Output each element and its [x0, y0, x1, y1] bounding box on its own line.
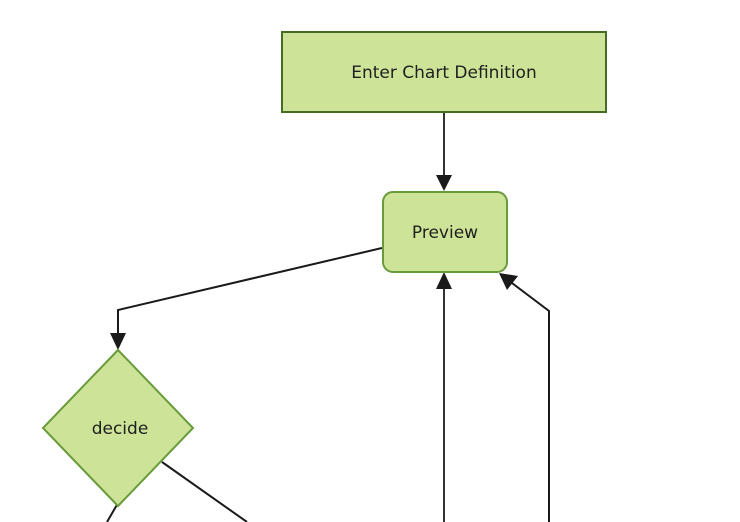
node-label-decide: decide [92, 419, 149, 439]
node-label-preview: Preview [412, 223, 478, 243]
edge-line [507, 279, 550, 522]
node-shape-diamond [41, 348, 195, 508]
node-shape-rounded-rectangle [382, 191, 508, 273]
arrow-head-icon [436, 175, 452, 191]
edge-layer [106, 113, 550, 522]
edge-line [106, 502, 119, 522]
node-shape-rectangle [281, 31, 607, 113]
edge-decide-branch-left[interactable] [106, 502, 119, 522]
edge-preview-to-decide[interactable] [110, 247, 383, 350]
arrow-head-icon [110, 333, 126, 350]
node-layer: Enter Chart Definition Preview decide [41, 31, 607, 508]
edge-incoming-vertical[interactable] [436, 272, 452, 522]
arrow-head-icon [436, 272, 452, 289]
edge-line [161, 461, 248, 522]
node-decide[interactable]: decide [41, 348, 195, 508]
node-label-enter-chart-definition: Enter Chart Definition [351, 63, 536, 83]
edge-incoming-diagonal[interactable] [499, 273, 550, 522]
node-preview[interactable]: Preview [382, 191, 508, 273]
node-enter-chart-definition[interactable]: Enter Chart Definition [281, 31, 607, 113]
edge-decide-branch-right[interactable] [161, 461, 248, 522]
edge-line [117, 247, 383, 340]
edge-enter-to-preview[interactable] [436, 113, 452, 191]
arrow-head-icon [499, 273, 518, 290]
